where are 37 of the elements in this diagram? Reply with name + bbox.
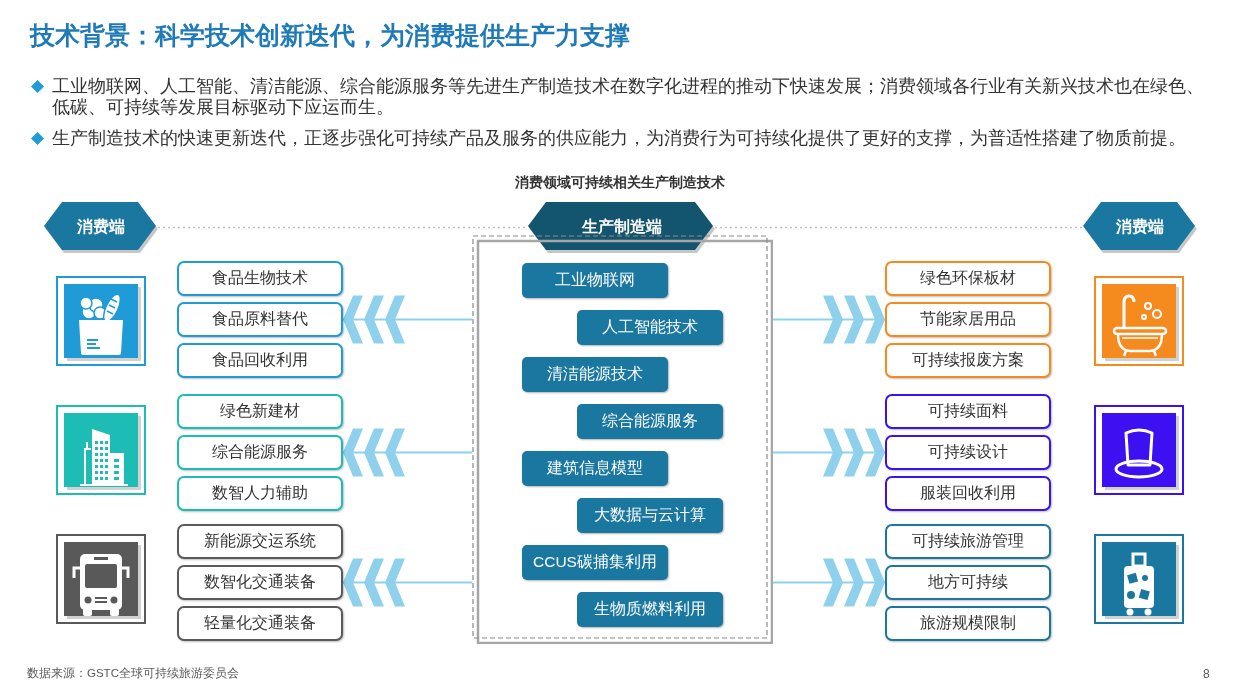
page-number: 8 (1203, 667, 1210, 682)
tech-item-box: 人工智能技术 (577, 310, 723, 345)
consumer-item-box: 食品原料替代 (177, 302, 343, 337)
hexagon-banner: 消费端 (44, 202, 158, 253)
chart-subtitle: 消费领域可持续相关生产制造技术 (515, 173, 725, 191)
tech-item-box: 大数据与云计算 (577, 498, 723, 533)
consumer-item-box: 服装回收利用 (885, 476, 1051, 511)
tech-item-box: 清洁能源技术 (522, 357, 668, 392)
bullet-text: 工业物联网、人工智能、清洁能源、综合能源服务等先进生产制造技术在数字化进程的推动下快速发展；消费领域各行业有关新兴技术也在绿色、低碳、可持续等发展目标驱动下应运而生。 (52, 76, 1205, 118)
consumer-item-box: 数智化交通装备 (177, 565, 343, 600)
consumer-item-box: 新能源交运系统 (177, 524, 343, 559)
consumer-item-box: 节能家居用品 (885, 302, 1051, 337)
consumer-item-box: 可持续面料 (885, 394, 1051, 429)
tech-item-box: 生物质燃料利用 (577, 592, 723, 627)
source-note: 数据来源：GSTC全球可持续旅游委员会 (27, 666, 239, 681)
tech-item-box: 工业物联网 (522, 263, 668, 298)
hexagon-banner: 消费端 (1083, 202, 1197, 253)
consumer-item-box: 可持续旅游管理 (885, 524, 1051, 559)
page-title: 技术背景：科学技术创新迭代，为消费提供生产力支撑 (30, 20, 630, 51)
bullet-text: 生产制造技术的快速更新迭代，正逐步强化可持续产品及服务的供应能力，为消费行为可持续化提供了更好的支撑，为普适性搭建了物质前提。 (52, 128, 1187, 149)
dashed-panel (472, 235, 773, 644)
consumer-item-box: 绿色新建材 (177, 394, 343, 429)
consumer-item-box: 旅游规模限制 (885, 606, 1051, 641)
consumer-item-box: 食品生物技术 (177, 261, 343, 296)
consumer-item-box: 可持续设计 (885, 435, 1051, 470)
consumer-item-box: 综合能源服务 (177, 435, 343, 470)
consumer-item-box: 可持续报废方案 (885, 343, 1051, 378)
tech-item-box: CCUS碳捕集利用 (522, 545, 668, 580)
consumer-item-box: 食品回收利用 (177, 343, 343, 378)
hexagon-banner: 生产制造端 (528, 202, 715, 253)
consumer-item-box: 绿色环保板材 (885, 261, 1051, 296)
tech-item-box: 建筑信息模型 (522, 451, 668, 486)
consumer-item-box: 地方可持续 (885, 565, 1051, 600)
tech-item-box: 综合能源服务 (577, 404, 723, 439)
consumer-item-box: 轻量化交通装备 (177, 606, 343, 641)
dotted-line (714, 226, 1084, 229)
consumer-item-box: 数智人力辅助 (177, 476, 343, 511)
